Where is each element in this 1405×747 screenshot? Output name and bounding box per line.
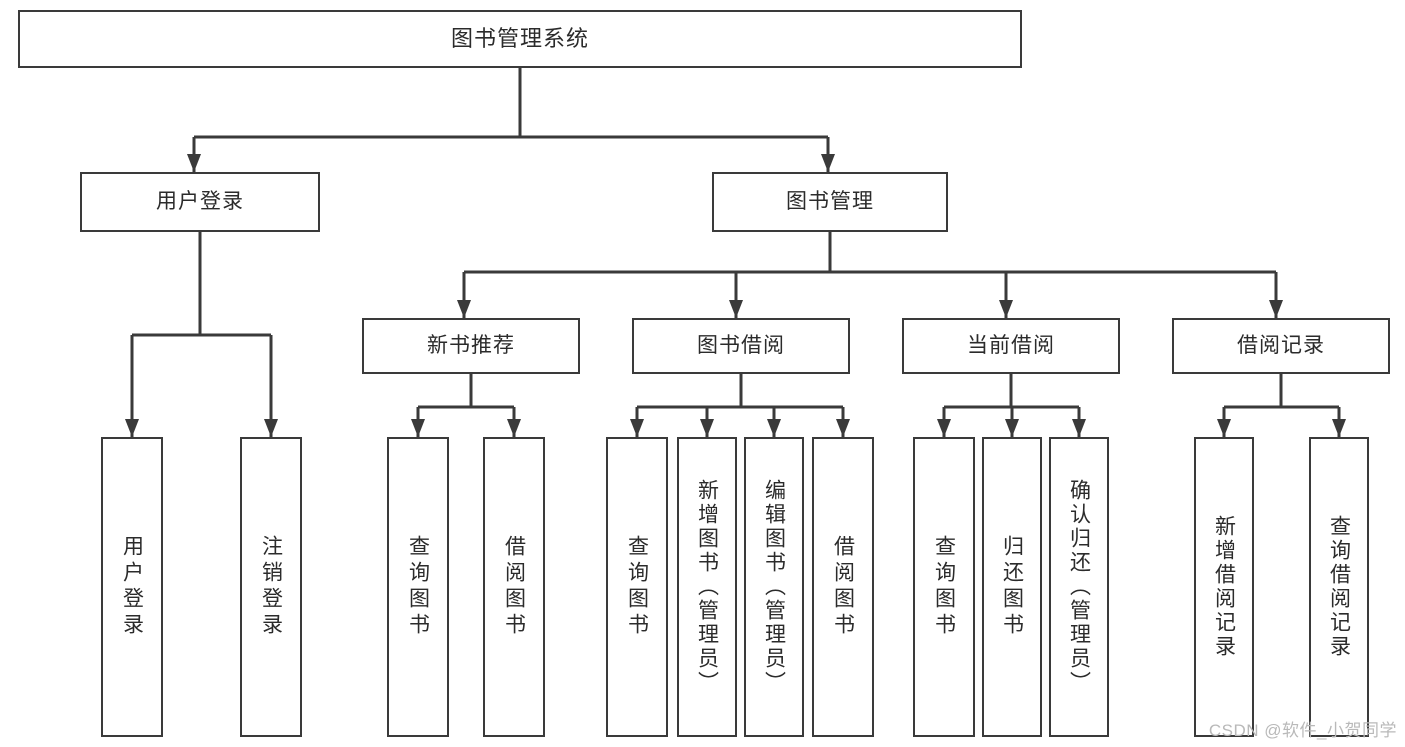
node-leaf-5-label: 新增图书（管理员） — [695, 479, 719, 695]
node-leaf-0-label: 用户登录 — [120, 535, 144, 639]
node-leaf-9-label: 归还图书 — [1000, 535, 1024, 639]
node-leaf-1-label: 注销登录 — [259, 535, 283, 639]
node-leaf-10[interactable]: 确认归还（管理员） — [1049, 437, 1109, 737]
node-root[interactable]: 图书管理系统 — [18, 10, 1022, 68]
node-leaf-12[interactable]: 查询借阅记录 — [1309, 437, 1369, 737]
node-leaf-6[interactable]: 编辑图书（管理员） — [744, 437, 804, 737]
node-leaf-8-label: 查询图书 — [932, 535, 956, 639]
node-level2-0-label: 用户登录 — [156, 189, 244, 213]
node-level3-1-label: 图书借阅 — [697, 333, 785, 357]
node-level2-0[interactable]: 用户登录 — [80, 172, 320, 232]
node-leaf-12-label: 查询借阅记录 — [1327, 515, 1351, 659]
node-leaf-4[interactable]: 查询图书 — [606, 437, 668, 737]
node-level3-3[interactable]: 借阅记录 — [1172, 318, 1390, 374]
node-level3-2[interactable]: 当前借阅 — [902, 318, 1120, 374]
node-leaf-2[interactable]: 查询图书 — [387, 437, 449, 737]
node-leaf-7[interactable]: 借阅图书 — [812, 437, 874, 737]
node-leaf-3-label: 借阅图书 — [502, 535, 526, 639]
node-level3-0-label: 新书推荐 — [427, 333, 515, 357]
node-level3-1[interactable]: 图书借阅 — [632, 318, 850, 374]
node-leaf-3[interactable]: 借阅图书 — [483, 437, 545, 737]
node-level3-2-label: 当前借阅 — [967, 333, 1055, 357]
node-leaf-6-label: 编辑图书（管理员） — [762, 479, 786, 695]
node-leaf-8[interactable]: 查询图书 — [913, 437, 975, 737]
node-level2-1-label: 图书管理 — [786, 189, 874, 213]
node-leaf-5[interactable]: 新增图书（管理员） — [677, 437, 737, 737]
node-leaf-9[interactable]: 归还图书 — [982, 437, 1042, 737]
node-leaf-2-label: 查询图书 — [406, 535, 430, 639]
node-level3-0[interactable]: 新书推荐 — [362, 318, 580, 374]
node-leaf-0[interactable]: 用户登录 — [101, 437, 163, 737]
node-level3-3-label: 借阅记录 — [1237, 333, 1325, 357]
watermark: CSDN @软件_小贺同学 — [1208, 721, 1397, 740]
node-leaf-11-label: 新增借阅记录 — [1212, 515, 1236, 659]
node-leaf-11[interactable]: 新增借阅记录 — [1194, 437, 1254, 737]
node-leaf-10-label: 确认归还（管理员） — [1067, 479, 1091, 695]
node-leaf-4-label: 查询图书 — [625, 535, 649, 639]
node-level2-1[interactable]: 图书管理 — [712, 172, 948, 232]
node-leaf-1[interactable]: 注销登录 — [240, 437, 302, 737]
node-leaf-7-label: 借阅图书 — [831, 535, 855, 639]
node-root-label: 图书管理系统 — [450, 26, 589, 52]
